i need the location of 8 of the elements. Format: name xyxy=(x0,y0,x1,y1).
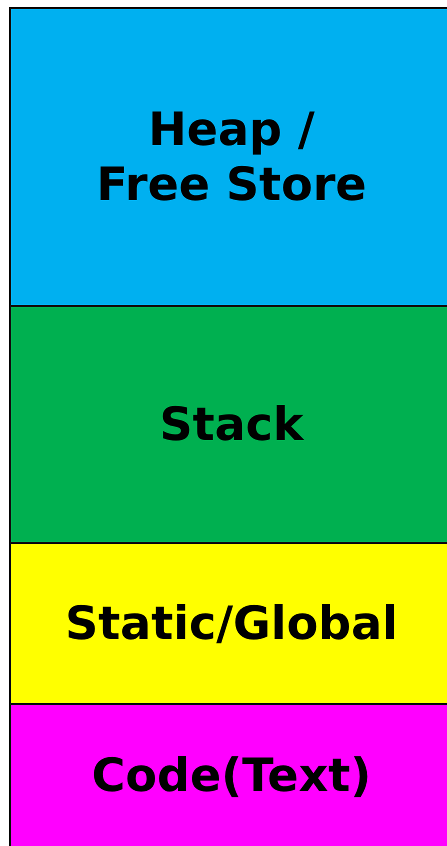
segment-label: Stack xyxy=(158,396,306,452)
code-segment xyxy=(9,703,447,846)
segment-label: Heap / Free Store xyxy=(95,102,368,212)
stack-segment xyxy=(9,305,447,544)
segment-label: Static/Global xyxy=(64,596,399,652)
heap-segment xyxy=(9,7,447,307)
static-segment xyxy=(9,542,447,705)
segment-label: Code(Text) xyxy=(90,748,372,804)
